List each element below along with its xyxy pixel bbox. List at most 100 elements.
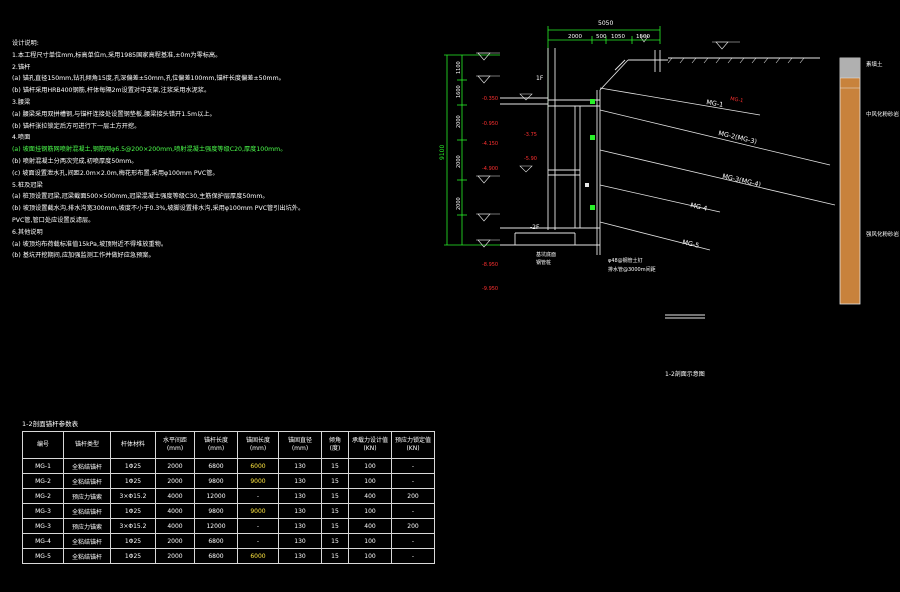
red-level-label: -0.950 [482,121,498,127]
section-title: 1-2剖面示意图 [665,370,705,378]
depth-part-label: 1100 [456,61,462,74]
column-header: 锚杆长度(mm) [194,431,238,459]
red-level-label: -8.950 [482,262,498,268]
column-header: 编号 [22,431,64,459]
table-cell: 全粘结锚杆 [63,458,111,474]
red-level-label: -4.900 [482,166,498,172]
table-cell: 9800 [194,503,238,519]
width-part-label: 1050 [611,34,625,40]
table-cell: 12000 [194,488,238,504]
note-line: (a) 锚孔直径150mm,钻孔倾角15度,孔深偏差±50mm,孔位偏差100m… [12,75,285,83]
table-cell: 3×Φ15.2 [110,518,156,534]
table-cell: 1Φ25 [110,503,156,519]
table-cell: 1Φ25 [110,548,156,564]
table-cell: 2000 [155,533,195,549]
note-line: (a) 桩顶设置冠梁,冠梁截面500×500mm,冠梁混凝土强度等级C30,主筋… [12,193,269,201]
red-anchor-note: MG-1 [730,96,744,104]
table-cell: 15 [321,533,349,549]
note-line: (b) 喷射混凝土分两次完成,初喷厚度50mm。 [12,157,138,165]
table-cell: 全粘结锚杆 [63,533,111,549]
elevation-label: -5.90 [524,156,537,162]
table-cell: 130 [278,458,322,474]
width-part-label: 2000 [568,34,582,40]
table-cell: 12000 [194,518,238,534]
table-cell: 9800 [194,473,238,489]
table-cell: 15 [321,458,349,474]
soil-column [839,57,861,305]
note-line: 6.其他说明 [12,228,43,236]
table-cell: 200 [391,518,435,534]
column-header: 水平间距(mm) [155,431,195,459]
table-cell: 130 [278,503,322,519]
note-line: 2.锚杆 [12,63,31,71]
table-cell: - [391,458,435,474]
drawing-note: 排水管@3000m间距 [608,266,656,273]
table-cell: 2000 [155,473,195,489]
table-cell: 9000 [237,473,279,489]
table-cell: 15 [321,488,349,504]
table-cell: 6800 [194,548,238,564]
anchor-label: MG-3(MG-4) [722,172,762,189]
table-cell: MG-4 [22,533,64,549]
table-cell: 6800 [194,533,238,549]
table-cell: 15 [321,548,349,564]
soil-layer-label: 强风化粉砂岩 [866,230,900,238]
table-cell: 2000 [155,548,195,564]
column-header: 锚固长度(mm) [237,431,279,459]
table-cell: - [391,473,435,489]
table-cell: 15 [321,503,349,519]
width-part-label: 1500 [636,34,650,40]
note-line: (b) 锚杆张拉锁定后方可进行下一层土方开挖。 [12,122,141,130]
drawing-note: φ48@钢管土钉 [608,257,643,264]
table-cell: 400 [348,488,392,504]
column-header: 预应力锁定值(KN) [391,431,435,459]
column-header: 承载力设计值(KN) [348,431,392,459]
table-cell: 100 [348,503,392,519]
note-line: (b) 锚杆采用HRB400钢筋,杆体每隔2m设置对中支架,注浆采用水泥浆。 [12,87,211,95]
soil-layer-label: 素填土 [866,60,883,68]
note-line: 4.喷面 [12,134,31,142]
note-line: (b) 坡顶设置截水沟,排水沟宽300mm,坡度不小于0.3%,坡脚设置排水沟,… [12,205,305,213]
column-header: 倾角(度) [321,431,349,459]
table-cell: 2000 [155,458,195,474]
table-cell: 4000 [155,518,195,534]
table-cell: 全粘结锚杆 [63,473,111,489]
table-cell: 6000 [237,548,279,564]
table-cell: 4000 [155,488,195,504]
structure-lines [500,48,820,319]
table-cell: MG-2 [22,473,64,489]
note-line: (c) 坡面设置泄水孔,间距2.0m×2.0m,梅花形布置,采用φ100mm P… [12,169,219,177]
table-cell: 1Φ25 [110,473,156,489]
note-line: 1.本工程尺寸单位mm,标高单位m,采用1985国家高程基准,±0m为零标高。 [12,51,222,59]
table-cell: - [237,488,279,504]
table-cell: 6000 [237,458,279,474]
design-notes: 设计说明: 1.本工程尺寸单位mm,标高单位m,采用1985国家高程基准,±0m为… [12,38,402,262]
depth-part-label: 2000 [456,197,462,210]
column-header: 锚固直径(mm) [278,431,322,459]
table-cell: 130 [278,548,322,564]
table-cell: 100 [348,473,392,489]
table-cell: MG-1 [22,458,64,474]
note-line: PVC管,管口处应设置反滤层。 [12,216,95,224]
table-cell: MG-2 [22,488,64,504]
anchor-label: MG-1 [706,98,724,109]
table-cell: - [391,503,435,519]
anchor-table: 编号锚杆类型杆体材料水平间距(mm)锚杆长度(mm)锚固长度(mm)锚固直径(m… [22,431,435,564]
dimension-lines [444,26,661,246]
table-cell: - [391,533,435,549]
table-cell: 9000 [237,503,279,519]
ground-hatch [667,57,805,64]
note-line: (a) 坡顶均布荷载标准值15kPa,坡顶附近不得堆放重物。 [12,240,168,248]
table-cell: 15 [321,473,349,489]
table-cell: 6800 [194,458,238,474]
table-cell: 预应力锚索 [63,518,111,534]
column-header: 杆体材料 [110,431,156,459]
note-line: 5.桩及冠梁 [12,181,43,189]
drawing-note: 基坑底面 [536,251,556,258]
column-header: 锚杆类型 [63,431,111,459]
note-line: 设计说明: [12,40,39,47]
note-line: 3.腰梁 [12,98,31,106]
red-level-label: -4.150 [482,141,498,147]
table-cell: 130 [278,488,322,504]
